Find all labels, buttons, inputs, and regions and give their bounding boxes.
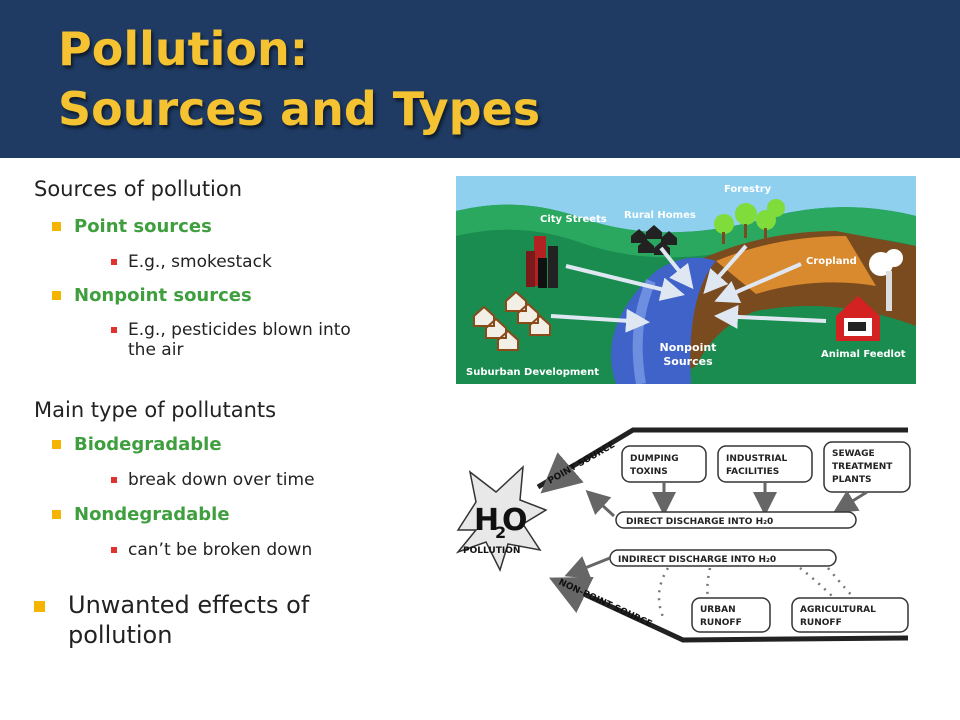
- non-point-source-line: [556, 579, 909, 643]
- rural-homes: [631, 225, 677, 255]
- svg-text:INDUSTRIAL: INDUSTRIAL: [726, 454, 788, 464]
- h2o-burst-icon: [455, 465, 548, 573]
- h2o-sub: 2: [495, 523, 506, 542]
- feedlot-barn: [836, 249, 903, 341]
- square-bullet-icon: [111, 547, 117, 553]
- svg-text:RUNOFF: RUNOFF: [800, 618, 842, 628]
- sky: [456, 176, 916, 233]
- square-bullet-icon: [52, 291, 61, 300]
- label-nonpoint: Nonpoint: [660, 341, 717, 354]
- square-bullet-icon: [52, 222, 61, 231]
- svg-text:FACILITIES: FACILITIES: [726, 467, 779, 477]
- slide-title-line-1: Pollution:: [58, 22, 309, 76]
- square-bullet-icon: [52, 440, 61, 449]
- svg-text:RUNOFF: RUNOFF: [700, 618, 742, 628]
- h2o-h: H: [474, 503, 499, 538]
- point-nonpoint-flow-diagram: H 2 O POLLUTION POINT SOURCE NON-POINT S…: [438, 412, 916, 657]
- suburban-houses: [473, 290, 551, 351]
- nonpoint-sources-illustration: City Streets Rural Homes Forestry Cropla…: [456, 176, 916, 384]
- svg-text:PLANTS: PLANTS: [832, 475, 871, 485]
- nondegradable-example: can’t be broken down: [111, 540, 312, 560]
- direct-discharge-box: [615, 511, 857, 529]
- point-flow-arrows: [585, 482, 868, 518]
- bullet-list: Sources of pollution Point sources E.g.,…: [0, 0, 440, 720]
- square-bullet-icon: [111, 259, 117, 265]
- square-bullet-icon: [52, 510, 61, 519]
- label-city-streets: City Streets: [540, 214, 607, 225]
- indirect-discharge-label: INDIRECT DISCHARGE INTO H₂0: [618, 555, 776, 565]
- point-sources-item: Point sources: [52, 216, 212, 237]
- label-suburban-development: Suburban Development: [466, 367, 599, 378]
- urban-runoff-box: [691, 597, 771, 633]
- title-bar: Pollution: Sources and Types: [0, 0, 960, 158]
- label-cropland: Cropland: [806, 256, 857, 267]
- h2o-o: O: [502, 503, 528, 538]
- nonpoint-sources-item: Nonpoint sources: [52, 285, 252, 306]
- pollution-label: POLLUTION: [463, 546, 520, 556]
- svg-text:TOXINS: TOXINS: [630, 467, 668, 477]
- runoff-arrows: [550, 244, 827, 333]
- direct-discharge-label: DIRECT DISCHARGE INTO H₂0: [626, 517, 773, 527]
- square-bullet-icon: [34, 601, 45, 612]
- svg-text:URBAN: URBAN: [700, 605, 736, 615]
- sources-heading: Sources of pollution: [34, 177, 243, 201]
- forest-trees: [714, 199, 785, 244]
- slide-title-line-2: Sources and Types: [58, 82, 541, 136]
- city-buildings: [526, 236, 558, 288]
- hills: [456, 204, 916, 258]
- svg-text:DUMPING: DUMPING: [630, 454, 679, 464]
- label-sources: Sources: [663, 355, 713, 368]
- biodegradable-example: break down over time: [111, 470, 315, 490]
- types-heading: Main type of pollutants: [34, 398, 277, 422]
- label-animal-feedlot: Animal Feedlot: [821, 349, 906, 360]
- square-bullet-icon: [111, 477, 117, 483]
- label-rural-homes: Rural Homes: [624, 210, 696, 221]
- runoff-dotted-lines: [657, 567, 859, 618]
- label-forestry: Forestry: [724, 184, 772, 195]
- agricultural-runoff-box: [791, 597, 909, 633]
- square-bullet-icon: [111, 327, 117, 333]
- biodegradable-item: Biodegradable: [52, 434, 222, 455]
- svg-text:TREATMENT: TREATMENT: [832, 462, 893, 472]
- svg-text:SEWAGE: SEWAGE: [832, 449, 875, 459]
- nondegradable-item: Nondegradable: [52, 504, 230, 525]
- svg-text:AGRICULTURAL: AGRICULTURAL: [800, 605, 876, 615]
- point-example: E.g., smokestack: [111, 252, 272, 272]
